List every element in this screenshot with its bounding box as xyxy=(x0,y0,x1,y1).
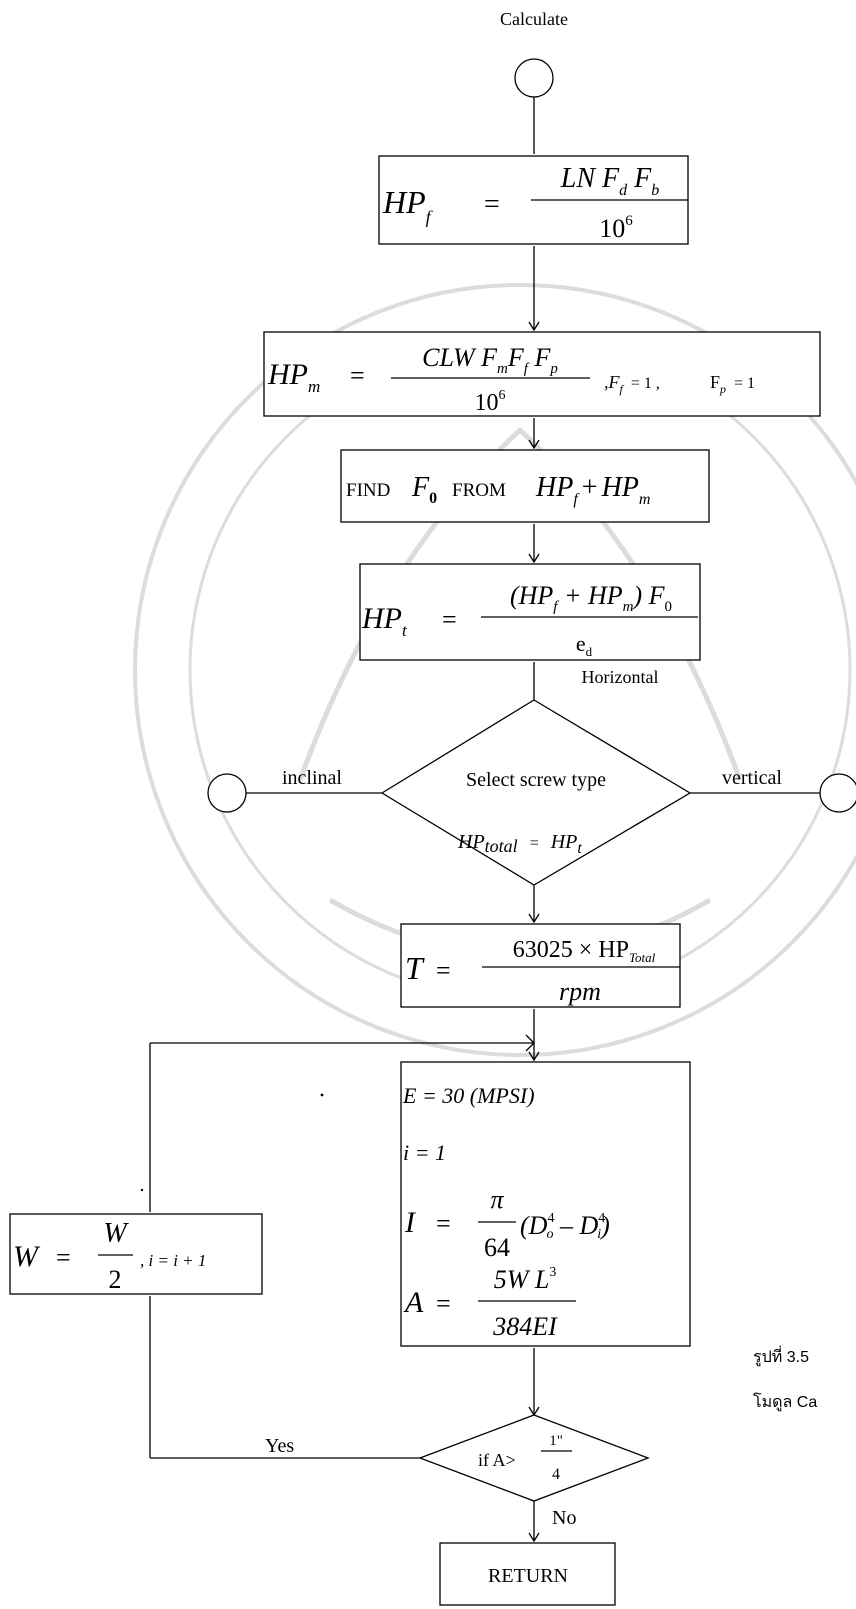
svg-text:=: = xyxy=(442,605,457,634)
box-hp-material: HPm = CLW FmFf Fp 106 ,Ff= 1 , Fp= 1 xyxy=(263,331,821,417)
decision-deflection-check: if A> 1" 4 Yes No xyxy=(265,1414,650,1529)
box-hp-total: HPt = (HPf + HPm) F0 ed xyxy=(359,563,701,661)
svg-text:LN Fd Fb: LN Fd Fb xyxy=(560,163,659,199)
svg-text:CLW FmFf Fp: CLW FmFf Fp xyxy=(422,343,558,377)
figure-caption-line2: โมดูล Ca xyxy=(753,1392,817,1412)
svg-text:=: = xyxy=(436,1209,451,1238)
svg-text:64: 64 xyxy=(484,1233,510,1262)
branch-inclinal-label: inclinal xyxy=(282,767,342,789)
svg-text:HPf: HPf xyxy=(382,184,434,227)
speck xyxy=(140,1188,144,1192)
svg-text:2: 2 xyxy=(109,1265,122,1294)
svg-text:ed: ed xyxy=(576,631,593,659)
svg-text:I: I xyxy=(404,1206,417,1239)
branch-horizontal-label: Horizontal xyxy=(582,667,659,687)
box-w-update: W = W 2 , i = i + 1 xyxy=(9,1213,263,1295)
branch-vertical-label: vertical xyxy=(722,767,782,789)
svg-text:W: W xyxy=(13,1240,41,1273)
connector-vertical xyxy=(819,773,856,813)
svg-text:rpm: rpm xyxy=(559,977,601,1006)
box-hp-friction: HPf = LN Fd Fb 106 xyxy=(378,155,689,245)
svg-text:T: T xyxy=(405,950,425,986)
svg-text:π: π xyxy=(490,1185,504,1214)
svg-text:63025 × HPTotal: 63025 × HPTotal xyxy=(513,937,656,965)
connector-inclinal xyxy=(207,773,247,813)
svg-text:if A>: if A> xyxy=(478,1450,516,1470)
svg-text:HPf+HPm: HPf+HPm xyxy=(535,472,650,508)
box-return: RETURN xyxy=(439,1542,616,1606)
svg-text:=: = xyxy=(56,1243,71,1272)
connectors xyxy=(149,97,820,1541)
svg-text:HPtotal=HPt: HPtotal=HPt xyxy=(457,831,582,857)
arrowheads xyxy=(525,321,540,1543)
svg-text:5W L3: 5W L3 xyxy=(494,1265,557,1294)
branch-yes-label: Yes xyxy=(265,1435,294,1457)
svg-text:, i = i + 1: , i = i + 1 xyxy=(140,1251,206,1270)
svg-text:,Ff= 1 ,: ,Ff= 1 , xyxy=(604,372,660,396)
figure-caption-line1: รูปที่ 3.5 xyxy=(753,1345,809,1367)
box-torque: T = 63025 × HPTotal rpm xyxy=(400,923,681,1008)
svg-text:RETURN: RETURN xyxy=(488,1565,568,1587)
chart-title: Calculate xyxy=(500,9,568,29)
svg-text:E = 30 (MPSI): E = 30 (MPSI) xyxy=(402,1083,535,1108)
svg-text:i = 1: i = 1 xyxy=(403,1140,446,1165)
svg-text:FIND: FIND xyxy=(346,480,390,501)
svg-text:Select screw type: Select screw type xyxy=(466,769,606,791)
svg-text:HPm: HPm xyxy=(267,358,320,396)
svg-text:Fp= 1: Fp= 1 xyxy=(710,372,755,396)
start-connector xyxy=(514,58,554,98)
svg-text:384EI: 384EI xyxy=(492,1312,558,1341)
speck xyxy=(320,1093,324,1097)
box-find-f0: FIND F0 FROM HPf+HPm xyxy=(340,449,710,523)
svg-text:4: 4 xyxy=(552,1466,560,1483)
svg-text:W: W xyxy=(103,1218,129,1249)
svg-text:106: 106 xyxy=(599,213,633,243)
svg-text:=: = xyxy=(484,189,500,220)
svg-text:=: = xyxy=(350,361,365,390)
branch-no-label: No xyxy=(552,1507,576,1529)
svg-text:=: = xyxy=(436,1289,451,1318)
decision-screw-type: Horizontal Select screw type HPtotal=HPt… xyxy=(282,667,782,886)
svg-text:FROM: FROM xyxy=(452,480,506,501)
svg-text:(HPf + HPm) F0: (HPf + HPm) F0 xyxy=(510,581,672,615)
svg-text:F0: F0 xyxy=(411,472,437,507)
svg-text:A: A xyxy=(403,1286,424,1319)
svg-text:HPt: HPt xyxy=(361,602,408,640)
svg-text:=: = xyxy=(436,956,451,985)
svg-text:(D4o – D4i): (D4o – D4i) xyxy=(520,1211,610,1242)
svg-text:1": 1" xyxy=(549,1433,563,1449)
svg-text:106: 106 xyxy=(475,388,506,416)
